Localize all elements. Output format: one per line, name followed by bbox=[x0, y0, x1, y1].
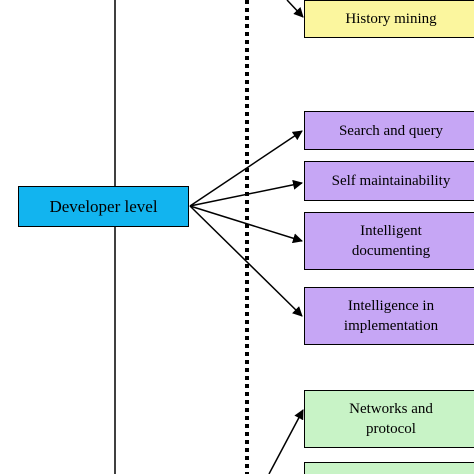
arrow-to-history-mining bbox=[286, 0, 304, 18]
partial-bottom-node bbox=[304, 462, 474, 474]
intelligent-documenting-node: Intelligent documenting bbox=[304, 212, 474, 270]
arrow-to-search-and-query bbox=[189, 130, 303, 207]
self-maintainability-node: Self maintainability bbox=[304, 161, 474, 201]
search-and-query-node: Search and query bbox=[304, 111, 474, 150]
networks-and-protocol-node: Networks and protocol bbox=[304, 390, 474, 448]
arrow-to-self-maintainability bbox=[189, 179, 303, 207]
arrow-to-networks-and-protocol bbox=[268, 409, 304, 474]
intelligence-in-implementation-node: Intelligence in implementation bbox=[304, 287, 474, 345]
developer-level-node: Developer level bbox=[18, 186, 189, 227]
arrow-to-intelligence-in-implementation bbox=[189, 205, 303, 317]
history-mining-node: History mining bbox=[304, 0, 474, 38]
arrow-to-intelligent-documenting bbox=[189, 205, 303, 244]
